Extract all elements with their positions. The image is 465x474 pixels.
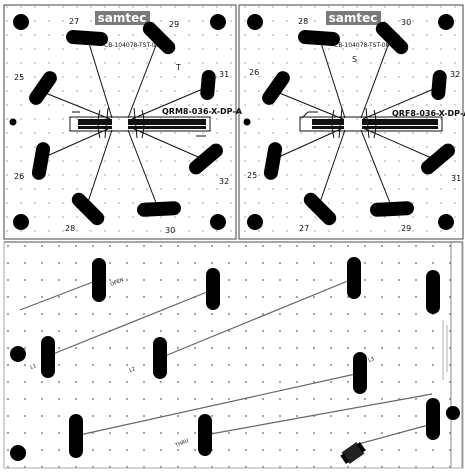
panel-right: samtec bbox=[238, 4, 465, 240]
fiducial-dot bbox=[13, 14, 29, 30]
pad bbox=[263, 142, 283, 180]
fiducial-dot bbox=[210, 214, 226, 230]
pad-label: 25 bbox=[14, 73, 24, 82]
fiducial-dot bbox=[10, 346, 26, 362]
logo-text: samtec bbox=[329, 11, 378, 25]
via-dot bbox=[243, 118, 251, 126]
trace-label-l1: L1 bbox=[30, 363, 38, 371]
side-letter: T bbox=[175, 63, 181, 72]
pad bbox=[31, 142, 51, 180]
pad-label: 28 bbox=[298, 17, 308, 26]
trace-label-l2: L2 bbox=[129, 366, 137, 374]
pad-label: 29 bbox=[169, 20, 179, 29]
fiducial-dot bbox=[13, 214, 29, 230]
smd-component bbox=[340, 442, 366, 464]
fiducial-dot bbox=[10, 445, 26, 461]
pad bbox=[198, 414, 212, 456]
pads-right bbox=[262, 21, 455, 226]
part-number: QRM8-036-X-DP-A bbox=[162, 107, 243, 116]
pad-label: 25 bbox=[247, 171, 257, 180]
board-id: CB-104078-TST-07 bbox=[104, 42, 160, 49]
pad-label: 26 bbox=[249, 68, 259, 77]
pad bbox=[206, 268, 220, 310]
trace-label-open: OPEN bbox=[110, 277, 125, 288]
via-dot bbox=[9, 118, 17, 126]
pad bbox=[92, 258, 106, 302]
panel-left: samtec bbox=[3, 4, 243, 240]
bottom-panel: OPEN L1 L2 L3 THRU bbox=[3, 241, 464, 469]
trace-label-thru: THRU bbox=[174, 438, 190, 449]
connector-left bbox=[69, 107, 211, 139]
pad bbox=[29, 71, 57, 105]
trace-label-l3: L3 bbox=[368, 356, 376, 364]
fiducial-dot bbox=[210, 14, 226, 30]
pad-label: 27 bbox=[299, 224, 309, 233]
board-id: CB-104078-TST-08 bbox=[334, 42, 390, 49]
part-number: QRF8-036-X-DP-A bbox=[392, 109, 465, 118]
fiducial-dot bbox=[247, 14, 263, 30]
pad-label: 32 bbox=[219, 177, 229, 186]
pad bbox=[298, 30, 340, 46]
logo-left: samtec bbox=[95, 11, 150, 25]
fine-print-strip bbox=[442, 320, 448, 380]
pad bbox=[137, 201, 181, 217]
pad-label: 31 bbox=[219, 70, 229, 79]
pad bbox=[370, 201, 414, 217]
pad-label: 30 bbox=[165, 226, 175, 235]
pad-label: 29 bbox=[401, 224, 411, 233]
fiducial-dot bbox=[446, 406, 460, 420]
pads-bottom bbox=[41, 257, 440, 458]
logo-right: samtec bbox=[326, 11, 381, 25]
pads-left bbox=[29, 21, 223, 226]
pad bbox=[200, 70, 216, 100]
pad bbox=[71, 192, 105, 226]
fiducial-dot bbox=[438, 214, 454, 230]
pad bbox=[41, 336, 55, 378]
pad bbox=[426, 398, 440, 440]
pad bbox=[303, 192, 337, 226]
pad-label: 28 bbox=[65, 224, 75, 233]
pad bbox=[347, 257, 361, 299]
traces-left bbox=[37, 39, 206, 209]
pad bbox=[66, 30, 108, 46]
logo-text: samtec bbox=[98, 11, 147, 25]
pad bbox=[153, 337, 167, 379]
pad bbox=[69, 414, 83, 458]
pad bbox=[421, 143, 455, 175]
pad bbox=[426, 270, 440, 314]
pad bbox=[189, 143, 223, 175]
pad bbox=[142, 21, 176, 55]
pad-label: 30 bbox=[401, 18, 411, 27]
fiducial-dot bbox=[438, 14, 454, 30]
pad-label: 32 bbox=[450, 70, 460, 79]
fiducial-dot bbox=[247, 214, 263, 230]
pad-label: 27 bbox=[69, 17, 79, 26]
side-letter: S bbox=[352, 55, 357, 64]
pad bbox=[431, 70, 447, 100]
pad bbox=[262, 71, 290, 105]
pad bbox=[375, 21, 409, 55]
pad-label: 26 bbox=[14, 172, 24, 181]
connector-right bbox=[299, 107, 443, 139]
pad-label: 31 bbox=[451, 174, 461, 183]
traces-bottom bbox=[19, 277, 433, 446]
pad bbox=[353, 352, 367, 394]
